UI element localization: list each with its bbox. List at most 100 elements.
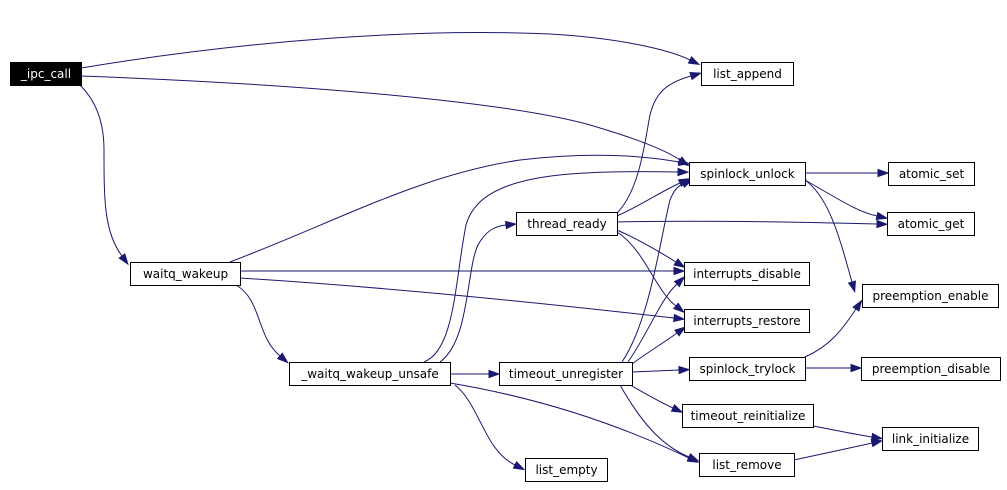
- node-waitq-wakeup-unsafe[interactable]: _waitq_wakeup_unsafe: [289, 362, 451, 386]
- node-spinlock-unlock[interactable]: spinlock_unlock: [689, 162, 806, 186]
- edge-waitq-wakeup-unsafe-to-list-remove: [449, 382, 700, 463]
- node-label: list_append: [713, 67, 782, 81]
- edge-line: [449, 382, 690, 459]
- edge-line: [629, 384, 674, 409]
- edge-waitq-wakeup-unsafe-to-spinlock-unlock: [423, 167, 690, 363]
- edge-line: [79, 84, 123, 257]
- node-list-empty[interactable]: list_empty: [525, 458, 608, 482]
- node-ipc-call[interactable]: _ipc_call: [10, 62, 82, 86]
- node-label: spinlock_trylock: [700, 362, 796, 376]
- arrowhead: [673, 258, 686, 269]
- edge-line: [80, 32, 691, 69]
- edge-timeout-unregister-to-interrupts-restore: [631, 326, 687, 365]
- edge-ipc-call-to-waitq-wakeup: [79, 84, 129, 266]
- arrowhead: [677, 167, 690, 177]
- node-label: atomic_set: [899, 167, 965, 181]
- node-interrupts-restore[interactable]: interrupts_restore: [684, 309, 810, 333]
- arrowhead: [850, 363, 863, 373]
- edge-line: [616, 220, 878, 225]
- edge-thread-ready-to-atomic-get: [616, 219, 889, 229]
- node-box: [10, 62, 82, 86]
- node-thread-ready[interactable]: thread_ready: [516, 212, 618, 236]
- edge-spinlock-unlock-to-atomic-set: [805, 168, 890, 178]
- node-interrupts-disable[interactable]: interrupts_disable: [684, 262, 810, 286]
- node-box: [699, 453, 795, 477]
- edge-line: [619, 384, 690, 458]
- edge-spinlock-trylock-to-preemption-enable: [804, 299, 863, 358]
- edge-spinlock-trylock-to-preemption-disable: [805, 363, 863, 373]
- arrowhead: [852, 299, 863, 312]
- node-label: _ipc_call: [20, 67, 71, 81]
- node-box: [684, 309, 810, 333]
- edge-waitq-wakeup-to-spinlock-unlock: [229, 154, 691, 263]
- edge-timeout-unregister-to-list-remove: [619, 384, 700, 462]
- edge-timeout-unregister-to-spinlock-trylock: [631, 365, 691, 375]
- node-box: [887, 212, 975, 236]
- node-label: timeout_unregister: [509, 367, 623, 381]
- edge-line: [631, 332, 678, 365]
- arrowhead: [689, 72, 703, 81]
- node-spinlock-trylock[interactable]: spinlock_trylock: [689, 357, 806, 381]
- edge-waitq-wakeup-to-waitq-wakeup-unsafe: [235, 284, 289, 364]
- node-box: [130, 262, 241, 286]
- edge-spinlock-unlock-to-atomic-get: [804, 179, 889, 220]
- node-label: _waitq_wakeup_unsafe: [300, 367, 439, 381]
- edge-line: [804, 179, 853, 283]
- edge-line: [616, 75, 692, 214]
- edge-line: [616, 229, 677, 263]
- arrowhead: [673, 313, 686, 323]
- node-box: [684, 262, 810, 286]
- edge-line: [616, 231, 677, 307]
- node-atomic-get[interactable]: atomic_get: [887, 212, 975, 236]
- edge-ipc-call-to-spinlock-unlock: [80, 75, 690, 167]
- edge-line: [812, 425, 873, 438]
- edge-line: [627, 283, 678, 363]
- arrowhead: [673, 275, 686, 288]
- node-label: thread_ready: [527, 217, 606, 231]
- node-atomic-set[interactable]: atomic_set: [888, 162, 975, 186]
- node-waitq-wakeup[interactable]: waitq_wakeup: [130, 262, 241, 286]
- arrowhead: [674, 326, 687, 337]
- node-preemption-enable[interactable]: preemption_enable: [862, 284, 999, 308]
- node-preemption-disable[interactable]: preemption_disable: [861, 357, 1001, 381]
- arrowhead: [877, 168, 890, 178]
- arrowhead: [512, 461, 526, 471]
- arrowhead: [677, 157, 691, 167]
- node-timeout-reinitialize[interactable]: timeout_reinitialize: [682, 404, 814, 428]
- edge-line: [439, 224, 507, 363]
- node-list-append[interactable]: list_append: [701, 62, 794, 86]
- arrowhead: [670, 403, 684, 413]
- node-label: interrupts_disable: [693, 267, 801, 281]
- edge-line: [616, 182, 681, 217]
- node-list-remove[interactable]: list_remove: [699, 453, 795, 477]
- node-label: waitq_wakeup: [143, 267, 228, 281]
- edge-thread-ready-to-interrupts-disable: [616, 229, 686, 269]
- node-label: link_initialize: [892, 432, 969, 446]
- arrowhead: [678, 365, 691, 375]
- arrowhead: [686, 452, 700, 462]
- node-label: atomic_get: [898, 217, 965, 231]
- node-box: [289, 362, 451, 386]
- edge-waitq-wakeup-to-interrupts-disable: [240, 266, 686, 276]
- arrowhead: [870, 439, 884, 448]
- node-label: preemption_disable: [872, 362, 990, 376]
- edge-line: [80, 75, 681, 161]
- node-box: [689, 162, 806, 186]
- arrowhead: [672, 302, 685, 314]
- edge-waitq-wakeup-unsafe-to-list-empty: [454, 384, 526, 471]
- edges-layer: [79, 32, 890, 471]
- edge-line: [631, 369, 680, 373]
- node-box: [499, 362, 633, 386]
- node-box: [861, 357, 1001, 381]
- node-link-initialize[interactable]: link_initialize: [882, 427, 979, 451]
- arrowhead: [875, 211, 889, 220]
- node-timeout-unregister[interactable]: timeout_unregister: [499, 362, 633, 386]
- node-box: [862, 284, 999, 308]
- edge-line: [423, 171, 679, 363]
- edge-timeout-unregister-to-timeout-reinitialize: [629, 384, 684, 413]
- edge-spinlock-unlock-to-preemption-enable: [804, 179, 856, 294]
- node-box: [682, 404, 814, 428]
- node-box: [689, 357, 806, 381]
- arrowhead: [276, 352, 289, 364]
